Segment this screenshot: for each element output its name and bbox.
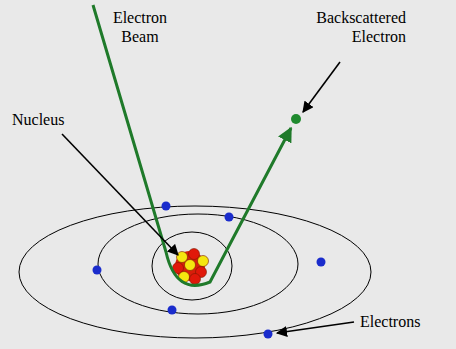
- callout-label: Electrons: [360, 312, 420, 331]
- electron-dots: [93, 202, 326, 339]
- leader-arrow: [303, 62, 340, 112]
- leader-arrow: [62, 134, 178, 255]
- callout-label: Nucleus: [12, 110, 64, 129]
- callout-label: Electron Beam: [104, 8, 176, 46]
- middle-orbit: [98, 214, 298, 314]
- leader-arrow: [277, 322, 354, 333]
- electron-beam-path: [93, 5, 291, 285]
- outer-orbit: [19, 206, 371, 338]
- backscattered-electron-dot: [291, 114, 301, 124]
- callout-label: Backscattered Electron: [298, 8, 406, 46]
